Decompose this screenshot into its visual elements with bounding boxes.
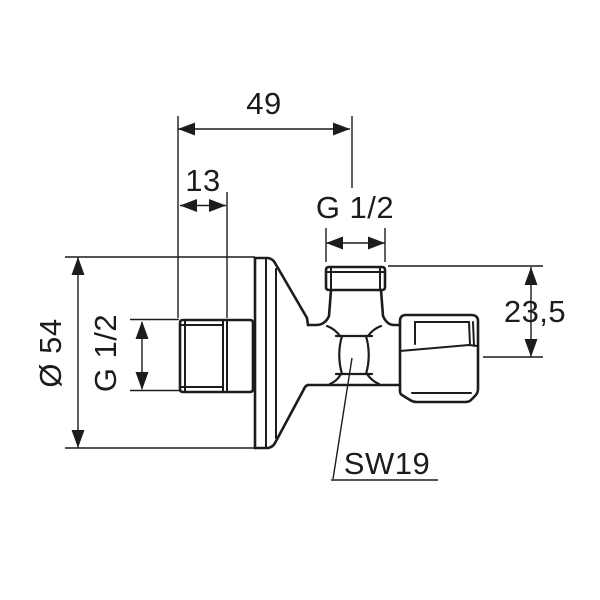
rosette-cone-top <box>253 256 310 327</box>
barrel-left-arc <box>338 334 344 376</box>
fillet-top-right <box>366 324 383 338</box>
leader-sw19 <box>332 357 353 480</box>
arrow-d54-top <box>71 257 85 275</box>
fillet-bottom-left <box>328 372 343 386</box>
arrow-g12left-top <box>135 321 149 339</box>
spindle-barrel <box>325 324 383 386</box>
rosette-cone-bottom <box>253 383 310 450</box>
dim-label-13: 13 <box>185 163 221 198</box>
arrow-49-left <box>178 122 195 136</box>
dim-label-49: 49 <box>246 86 282 121</box>
handle-recess-edge <box>399 344 479 352</box>
arrow-d54-bottom <box>71 430 85 448</box>
handle-outline <box>398 313 480 404</box>
dim-label-diameter-54: Ø 54 <box>33 318 68 388</box>
arrow-g12top-left <box>326 236 343 250</box>
handle-recess-right-1 <box>468 321 471 346</box>
inlet-fitting-outline <box>178 318 255 394</box>
valve-outline <box>178 256 480 450</box>
dim-label-g12-inlet: G 1/2 <box>88 313 123 393</box>
dim-label-height-23-5: 23,5 <box>503 294 567 329</box>
dim-label-wrench-sw19: SW19 <box>343 446 431 481</box>
arrow-g12top-right <box>368 236 385 250</box>
arrow-13-left <box>180 199 197 212</box>
fillet-top-left <box>325 324 342 338</box>
outlet-thread-cap <box>324 265 387 292</box>
arrow-235-bottom <box>524 339 538 357</box>
barrel-right-arc <box>364 334 370 376</box>
arrow-235-top <box>524 267 538 285</box>
dimension-arrowheads <box>71 122 538 448</box>
valve-details <box>180 258 479 448</box>
handle-recess-right-2 <box>472 321 475 347</box>
dim-label-g12-outlet: G 1/2 <box>315 190 395 225</box>
arrow-49-right <box>333 122 350 136</box>
body-top-left <box>306 288 333 327</box>
fillet-bottom-right <box>365 372 381 386</box>
arrow-g12left-bottom <box>135 372 149 390</box>
arrow-13-right <box>209 199 226 212</box>
body-top-right <box>379 288 402 327</box>
